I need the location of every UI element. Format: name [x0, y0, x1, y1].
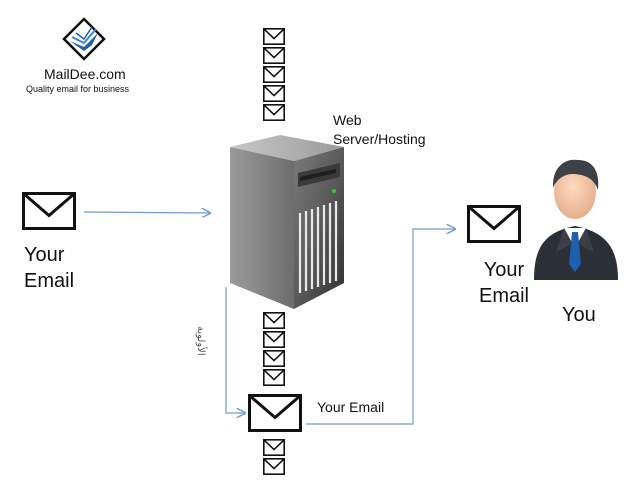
envelope-icon [263, 369, 285, 386]
your-email-line-label: Your Email [317, 399, 385, 415]
envelope-icon [22, 192, 76, 230]
envelope-stack-top [263, 28, 285, 123]
vertical-note-label: الأولوية [195, 326, 206, 356]
brand-tagline: Quality email for business [26, 84, 130, 94]
server-tower-icon [230, 135, 344, 309]
envelope-icon [263, 85, 285, 102]
your-email-label-left: Your Email [24, 244, 75, 292]
user-avatar-icon [534, 159, 618, 280]
envelope-icon [263, 47, 285, 64]
your-email-label-right: Your Email [478, 259, 529, 307]
envelope-icon [467, 205, 521, 243]
envelope-stack-bottom [263, 439, 285, 477]
envelope-icon [263, 28, 285, 45]
envelope-icon [263, 66, 285, 83]
envelope-stack-middle [263, 312, 285, 388]
envelope-icon [263, 439, 285, 456]
envelope-icon [263, 458, 285, 475]
envelope-icon [263, 350, 285, 367]
envelope-icon [248, 394, 302, 432]
you-label: You [562, 304, 596, 326]
brand-name: MailDee.com [44, 66, 126, 82]
server-label: Web Server/Hosting [333, 112, 426, 147]
envelope-icon [263, 312, 285, 329]
arrow-email-to-server [83, 212, 210, 213]
envelope-icon [263, 331, 285, 348]
envelope-icon [263, 104, 285, 121]
maildee-logo-icon [62, 17, 106, 61]
